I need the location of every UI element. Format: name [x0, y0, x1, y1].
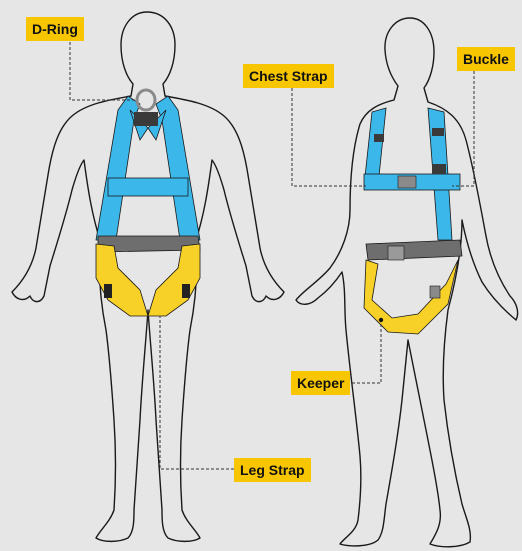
side-waist-belt [366, 240, 462, 260]
leg-strap-label: Leg Strap [234, 458, 311, 482]
buckle-label: Buckle [457, 47, 515, 71]
figure-side-view [296, 18, 518, 547]
d-ring-label: D-Ring [26, 17, 84, 41]
chest-strap-label: Chest Strap [243, 64, 334, 88]
keeper-label: Keeper [291, 371, 350, 395]
